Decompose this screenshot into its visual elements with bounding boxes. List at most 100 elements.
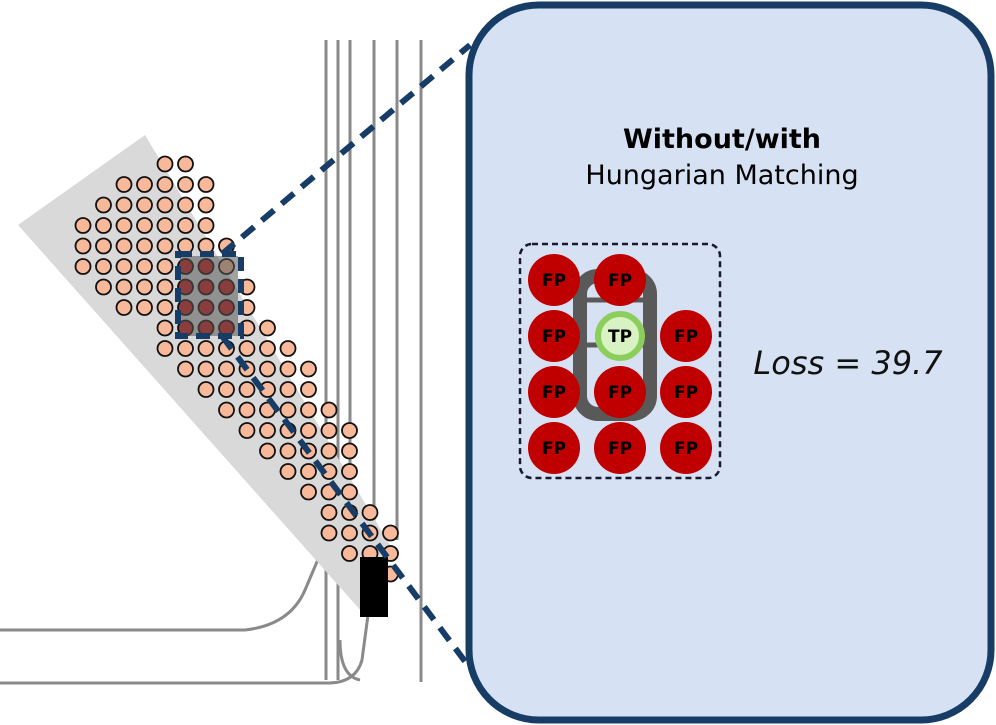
query-point	[156, 237, 174, 255]
zoom-connector-top	[220, 42, 472, 257]
query-point	[74, 217, 92, 234]
query-point	[95, 217, 112, 234]
query-point	[279, 401, 297, 419]
query-point	[341, 524, 358, 542]
query-point	[300, 483, 317, 501]
false-positive-detection	[528, 422, 580, 474]
query-point	[320, 401, 338, 419]
road-curve	[0, 549, 324, 632]
false-positive-detection	[528, 310, 580, 362]
query-point	[115, 278, 133, 296]
query-point	[136, 278, 153, 296]
query-point	[300, 422, 317, 439]
zoom-panel-background	[465, 1, 995, 724]
query-point	[320, 422, 338, 439]
query-point	[238, 340, 256, 357]
query-point	[95, 258, 112, 275]
road-curve	[0, 599, 372, 685]
query-point	[259, 422, 276, 439]
query-point	[197, 217, 215, 234]
query-point	[156, 155, 174, 173]
query-point	[279, 463, 297, 480]
query-point	[197, 381, 215, 398]
false-positive-detection	[660, 366, 712, 418]
road-curve	[338, 639, 361, 682]
query-point	[259, 340, 276, 357]
false-positive-detection	[594, 422, 646, 474]
query-point	[156, 176, 174, 193]
query-point	[197, 340, 215, 357]
ego-vehicle	[360, 557, 388, 617]
query-point	[115, 217, 133, 234]
query-point	[136, 176, 153, 193]
false-positive-detection	[660, 422, 712, 474]
query-point	[341, 483, 358, 501]
query-point	[115, 299, 133, 316]
false-positive-detection	[594, 366, 646, 418]
query-point	[136, 299, 153, 316]
query-point	[177, 340, 194, 357]
fp-label: FP	[542, 327, 566, 347]
query-point	[156, 340, 174, 357]
query-point	[341, 442, 358, 460]
matched-region-shade	[180, 256, 238, 336]
fp-label: FP	[608, 383, 632, 403]
panel-title-line1: Without/with	[623, 124, 821, 155]
query-point	[156, 278, 174, 296]
road-lines	[0, 40, 423, 685]
query-point	[320, 504, 338, 521]
query-point	[382, 524, 399, 542]
query-point	[341, 545, 358, 562]
query-point	[300, 381, 317, 398]
query-point	[300, 463, 317, 480]
query-point	[341, 463, 358, 480]
query-point	[341, 422, 358, 439]
detection-group-box	[518, 242, 722, 480]
fp-label: FP	[674, 439, 698, 459]
false-positive-detection	[528, 254, 580, 306]
query-point	[156, 217, 174, 234]
fp-label: FP	[608, 271, 632, 291]
false-positive-detection	[660, 310, 712, 362]
query-point	[279, 360, 297, 378]
query-point	[238, 381, 256, 398]
query-point	[279, 340, 297, 357]
query-point	[156, 299, 174, 316]
query-point	[197, 196, 215, 214]
query-point	[136, 217, 153, 234]
query-point	[218, 381, 235, 398]
false-positive-detection	[594, 254, 646, 306]
tp-label: TP	[608, 327, 632, 347]
query-point	[95, 196, 112, 214]
query-point	[361, 504, 379, 521]
false-positive-detection	[528, 366, 580, 418]
query-point	[136, 258, 153, 275]
query-point	[218, 360, 235, 378]
query-point	[238, 401, 256, 419]
loss-value: Loss = 39.7	[753, 344, 943, 382]
query-point	[259, 360, 276, 378]
zoom-connector-bottom	[219, 334, 473, 670]
query-point	[300, 401, 317, 419]
query-point	[279, 442, 297, 460]
query-point	[238, 422, 256, 439]
fp-label: FP	[608, 439, 632, 459]
query-point	[197, 176, 215, 193]
query-point	[95, 237, 112, 255]
query-point	[136, 237, 153, 255]
fp-label: FP	[542, 383, 566, 403]
query-point	[177, 217, 194, 234]
query-point	[156, 258, 174, 275]
query-point	[259, 442, 276, 460]
query-point	[177, 155, 194, 173]
query-point	[259, 319, 276, 337]
fp-label: FP	[542, 271, 566, 291]
fp-label: FP	[542, 439, 566, 459]
query-point	[115, 258, 133, 275]
query-point	[197, 360, 215, 378]
query-point	[115, 237, 133, 255]
query-point	[300, 360, 317, 378]
